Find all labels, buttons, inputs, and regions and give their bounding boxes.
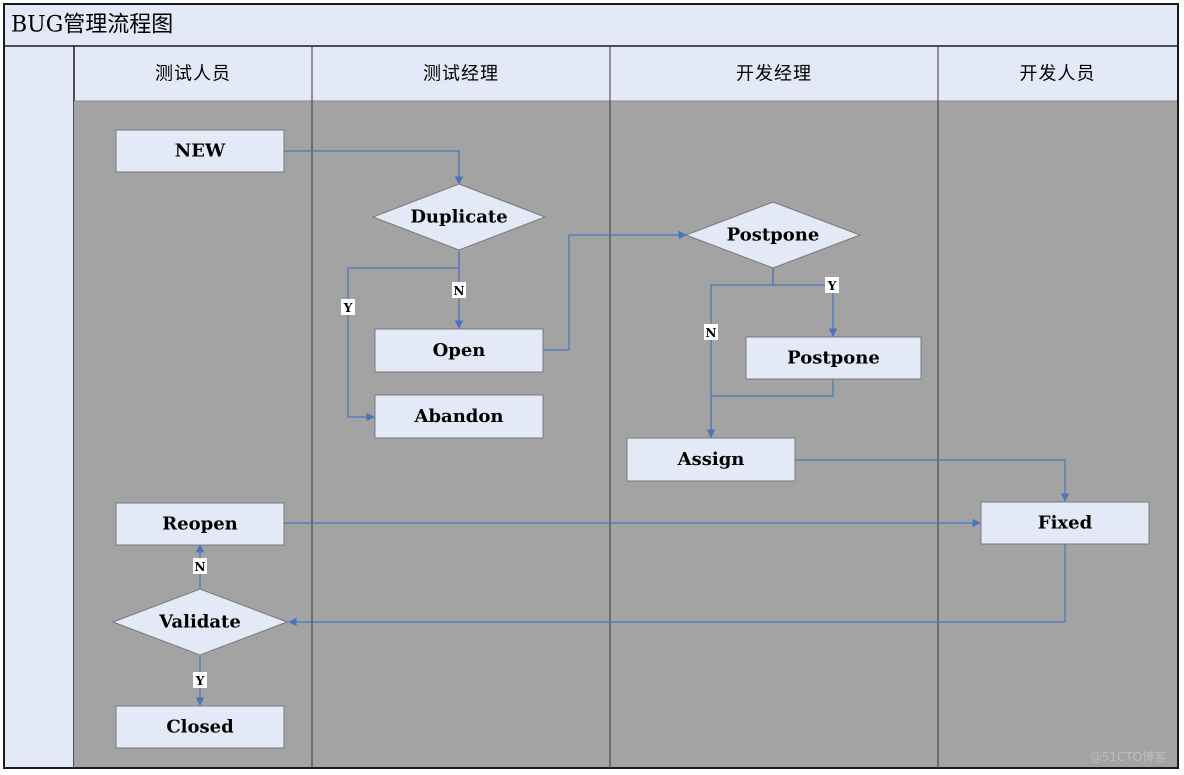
lane-header-test-manager: 测试经理 — [423, 64, 499, 85]
swimlane-developer — [938, 101, 1177, 767]
new-label: NEW — [175, 141, 226, 162]
lane-header-developer: 开发人员 — [1020, 64, 1096, 85]
edge-label-no: N — [706, 326, 717, 340]
diagram-title: BUG管理流程图 — [11, 13, 173, 38]
edge-open-to-postpone-decision — [543, 230, 687, 351]
edge-label-box — [341, 299, 355, 315]
edge-label-yes: Y — [343, 301, 353, 315]
edge-label-no: N — [454, 284, 465, 298]
edge-label-box — [452, 282, 466, 298]
postpone-decision-label: Postpone — [727, 225, 820, 246]
duplicate-decision-node — [371, 183, 547, 251]
duplicate-label: Duplicate — [410, 207, 507, 228]
open-node — [374, 328, 544, 373]
new-node — [115, 129, 285, 173]
swimlane-tester — [74, 101, 312, 767]
watermark: @51CTO博客 — [1090, 749, 1166, 764]
edge-label-yes: Y — [195, 674, 205, 688]
edge-postpone-decision-to-assign — [706, 268, 774, 438]
fixed-label: Fixed — [1038, 513, 1093, 534]
edge-label-no: N — [195, 560, 206, 574]
edge-label-box — [193, 672, 207, 688]
edge-assign-to-fixed — [795, 459, 1070, 502]
lane-header-dev-manager: 开发经理 — [736, 64, 812, 85]
closed-node — [115, 705, 285, 749]
swimlane-dev-manager — [610, 101, 938, 767]
closed-label: Closed — [166, 717, 234, 738]
postpone-node — [745, 336, 922, 380]
abandon-label: Abandon — [414, 406, 504, 427]
assign-node — [626, 437, 796, 482]
edge-label-box — [704, 324, 718, 340]
edge-label-yes: Y — [827, 279, 837, 293]
fixed-node — [980, 501, 1150, 545]
abandon-node — [374, 394, 544, 439]
validate-label: Validate — [158, 612, 241, 633]
postpone-decision-node — [684, 201, 862, 269]
reopen-node — [115, 502, 285, 546]
open-label: Open — [433, 340, 486, 361]
edge-new-to-duplicate — [284, 150, 464, 185]
edge-label-box — [825, 277, 839, 293]
edge-label-box — [193, 558, 207, 574]
postpone-label: Postpone — [787, 348, 880, 369]
edge-postpone-to-assign — [706, 379, 834, 438]
edge-duplicate-to-abandon — [347, 251, 460, 422]
validate-decision-node — [111, 588, 289, 656]
reopen-label: Reopen — [162, 514, 238, 535]
assign-label: Assign — [677, 449, 745, 470]
edge-fixed-to-validate — [288, 544, 1066, 627]
lane-header-tester: 测试人员 — [155, 64, 231, 85]
